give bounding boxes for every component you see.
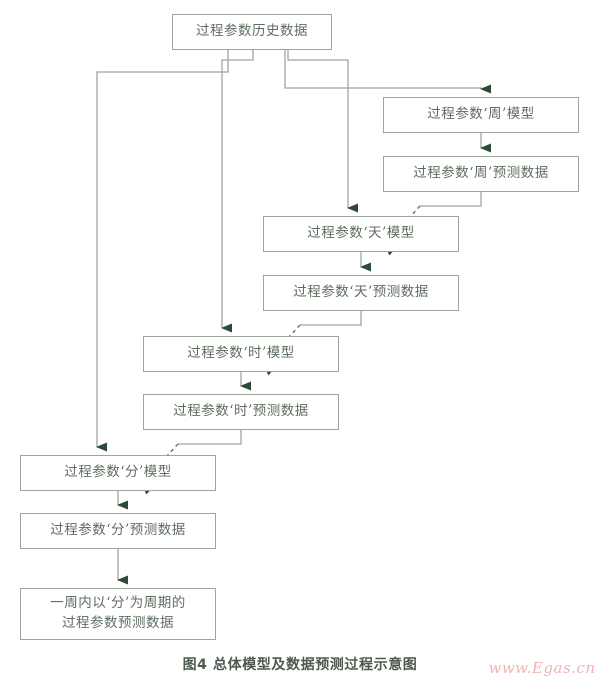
node-history[interactable]: 过程参数历史数据: [172, 14, 332, 50]
node-minute-model-label: 过程参数‘分’模型: [64, 464, 172, 481]
node-final-weekly-minute-prediction-label: 一周内以‘分’为周期的 过程参数预测数据: [50, 595, 186, 631]
node-history-label: 过程参数历史数据: [196, 23, 308, 40]
figure-caption: 图4 总体模型及数据预测过程示意图: [182, 657, 418, 673]
node-day-model-label: 过程参数‘天’模型: [307, 225, 415, 242]
node-hour-prediction-data-label: 过程参数‘时’预测数据: [173, 403, 309, 420]
node-minute-model[interactable]: 过程参数‘分’模型: [20, 455, 216, 491]
node-day-prediction-data[interactable]: 过程参数‘天’预测数据: [263, 275, 459, 311]
node-hour-model[interactable]: 过程参数‘时’模型: [143, 336, 339, 372]
node-minute-prediction-data[interactable]: 过程参数‘分’预测数据: [20, 513, 216, 549]
edge-history-to-hour-model: [221, 50, 254, 333]
watermark: www.Egas.cn: [488, 659, 596, 677]
node-week-prediction-data[interactable]: 过程参数‘周’预测数据: [383, 156, 579, 192]
edge-history-to-week-model: [284, 50, 491, 94]
node-hour-prediction-data[interactable]: 过程参数‘时’预测数据: [143, 394, 339, 430]
edge-hour-pred-elbow: [178, 430, 242, 445]
node-minute-prediction-data-label: 过程参数‘分’预测数据: [50, 522, 186, 539]
edge-history-to-day-model-path: [287, 50, 358, 213]
edge-day-pred-elbow: [300, 311, 362, 326]
node-hour-model-label: 过程参数‘时’模型: [187, 345, 295, 362]
edge-history-to-min-model: [96, 50, 229, 452]
node-week-model-label: 过程参数‘周’模型: [427, 106, 535, 123]
node-final-weekly-minute-prediction[interactable]: 一周内以‘分’为周期的 过程参数预测数据: [20, 588, 216, 640]
node-day-prediction-data-label: 过程参数‘天’预测数据: [293, 284, 429, 301]
node-week-model[interactable]: 过程参数‘周’模型: [383, 97, 579, 133]
node-week-prediction-data-label: 过程参数‘周’预测数据: [413, 165, 549, 182]
node-day-model[interactable]: 过程参数‘天’模型: [263, 216, 459, 252]
edge-week-pred-elbow: [420, 192, 482, 207]
